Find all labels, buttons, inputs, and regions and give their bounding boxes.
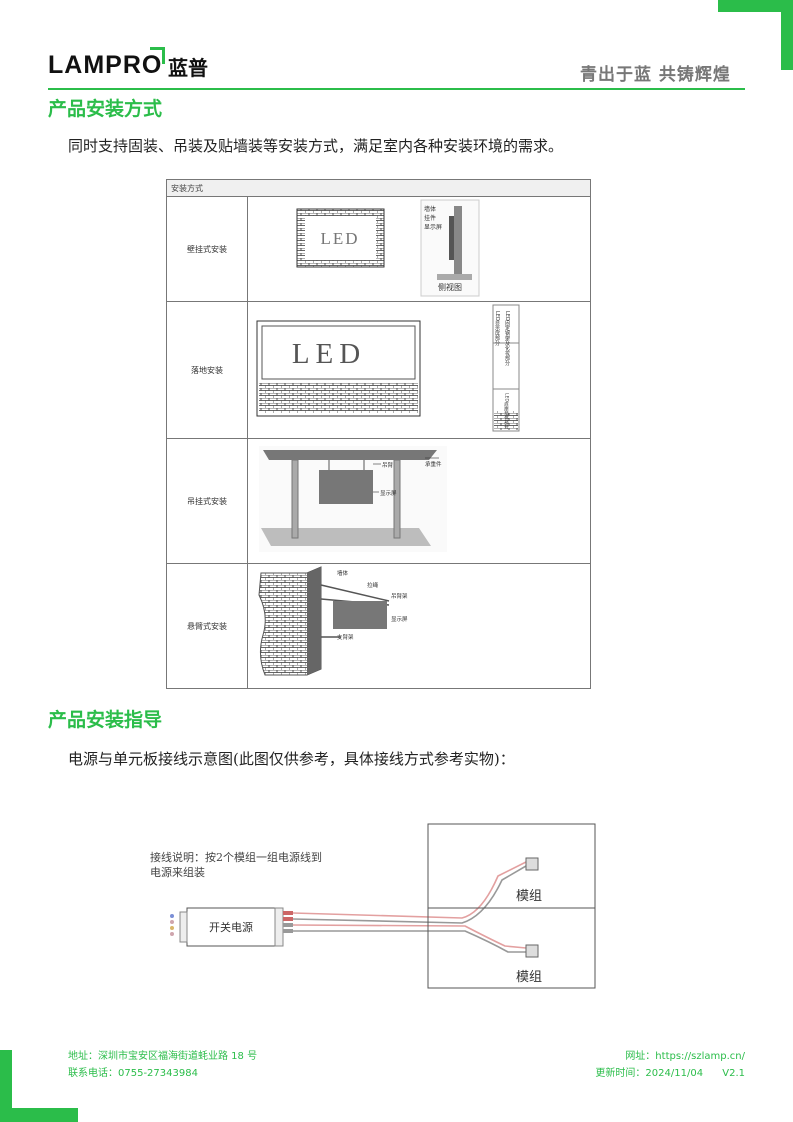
hanging-mount-figure: 吊臂 显示屏 承重件	[247, 438, 591, 564]
wiring-note-line2: 电源来组装	[150, 865, 205, 879]
cantilever-mount-illustration: 墙体 拉绳 吊臂架 显示屏 支臂架	[258, 566, 408, 676]
module-label-top: 模组	[516, 889, 542, 904]
hanging-mount-illustration: 吊臂 显示屏 承重件	[259, 446, 447, 552]
callout-rope: 拉绳	[367, 581, 379, 589]
floor-mount-figure: LED LED显示屏部分 LED固定钢架及化妆部分 LED底座墙体部分	[247, 301, 591, 439]
callout-bearing: 承重件	[425, 460, 442, 468]
footer-update-info: 更新时间：2024/11/04 V2.1	[595, 1064, 745, 1079]
slogan: 青出于蓝 共铸辉煌	[580, 65, 731, 85]
row-label-floor: 落地安装	[166, 301, 248, 439]
side-label-wall: 墙体	[424, 205, 436, 213]
logo-text: LAMPRO	[48, 51, 163, 79]
section-description: 同时支持固装、吊装及贴墙装等安装方式，满足室内各种安装环境的需求。	[68, 137, 564, 155]
footer-phone: 联系电话：0755-27343984	[68, 1068, 198, 1079]
wall-led-text: LED	[320, 229, 359, 248]
footer-website[interactable]: 网址：https://szlamp.cn/	[625, 1051, 745, 1062]
section-title-install-methods: 产品安装方式	[48, 98, 163, 120]
wiring-description: 电源与单元板接线示意图(此图仅供参考，具体接线方式参考实物)：	[68, 750, 515, 768]
logo-chinese: 蓝普	[168, 56, 208, 80]
section-title-install-guide: 产品安装指导	[48, 709, 163, 731]
wiring-diagram: 接线说明：按2个模组一组电源线到 电源来组装 开关电源 模组 模组	[150, 823, 596, 989]
wall-mount-figure: LED 墙体 挂件 显示屏 侧视图	[247, 196, 591, 302]
module-panel-top	[427, 823, 596, 909]
row-label-wall: 壁挂式安装	[166, 196, 248, 302]
corner-accent-bottom-left	[0, 1050, 12, 1122]
floor-side-label-frame: LED固定钢架及化妆部分	[504, 311, 510, 367]
wall-mount-illustration: LED 墙体 挂件 显示屏 侧视图	[296, 199, 480, 297]
footer-address: 地址：深圳市宝安区福海街道蚝业路 18 号	[68, 1051, 258, 1062]
cantilever-mount-figure: 墙体 拉绳 吊臂架 显示屏 支臂架	[247, 563, 591, 689]
footer-updated: 更新时间：2024/11/04	[595, 1068, 704, 1079]
header-divider	[48, 88, 745, 90]
floor-mount-illustration: LED LED显示屏部分 LED固定钢架及化妆部分 LED底座墙体部分	[256, 304, 520, 432]
footer-version: V2.1	[722, 1068, 745, 1079]
side-label-hanger: 挂件	[424, 214, 436, 222]
psu-label: 开关电源	[209, 920, 253, 934]
callout-arm: 吊臂	[382, 461, 394, 469]
row-label-hanging: 吊挂式安装	[166, 438, 248, 564]
corner-accent-top	[718, 0, 793, 12]
wiring-note-line1: 接线说明：按2个模组一组电源线到	[150, 850, 322, 864]
callout-wall: 墙体	[337, 569, 349, 577]
floor-led-text: LED	[292, 338, 366, 370]
callout-screen: 显示屏	[380, 490, 397, 497]
floor-side-label-base: LED底座墙体部分	[504, 393, 510, 430]
module-panel-bottom	[427, 907, 596, 989]
corner-accent-top-right	[781, 0, 793, 70]
table-header: 安装方式	[166, 179, 591, 197]
callout-support: 支臂架	[337, 633, 354, 641]
module-label-bottom: 模组	[516, 970, 542, 985]
logo-mark-icon	[150, 47, 165, 64]
callout-display: 显示屏	[391, 616, 408, 623]
corner-accent-bottom	[0, 1108, 78, 1122]
floor-side-label-screen: LED显示屏部分	[494, 311, 500, 347]
side-label-screen: 显示屏	[424, 224, 442, 231]
callout-hanger-frame: 吊臂架	[391, 592, 408, 600]
install-methods-table: 安装方式 壁挂式安装 LED 墙体 挂件 显示	[166, 179, 591, 689]
row-label-cantilever: 悬臂式安装	[166, 563, 248, 689]
side-view-caption: 侧视图	[438, 282, 462, 292]
